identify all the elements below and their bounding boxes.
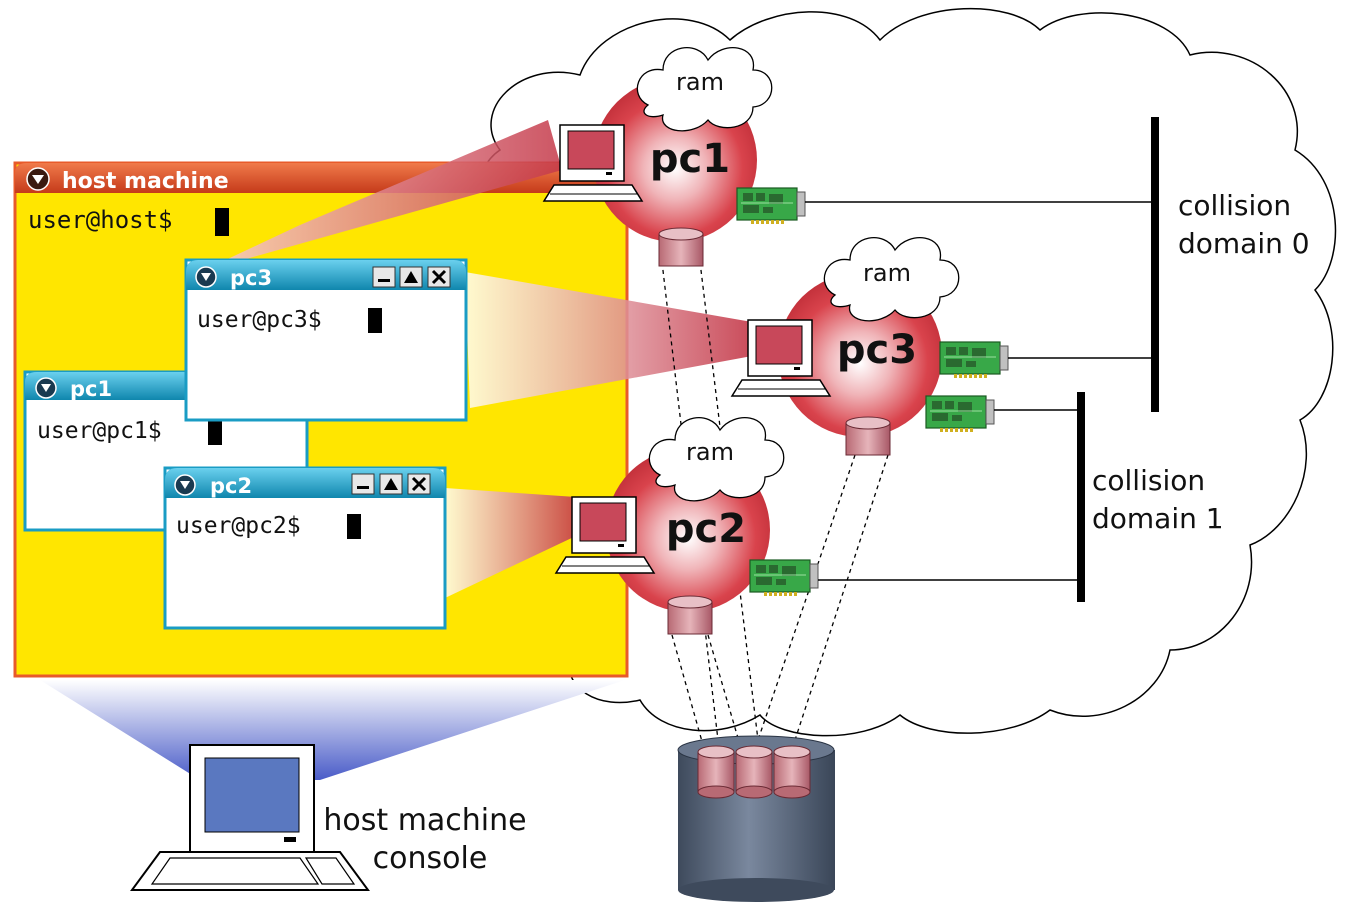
beam-pc1 <box>200 120 562 272</box>
chevron-down-icon[interactable] <box>174 474 196 496</box>
ram-label-pc3: ram <box>863 259 911 287</box>
collision-domain-1-label-line1: collision <box>1092 464 1205 497</box>
terminal-pc2-cursor <box>347 514 361 539</box>
collision-domain-0-label-line2: domain 0 <box>1178 227 1310 260</box>
terminal-pc1-prompt: user@pc1$ <box>37 418 162 444</box>
terminal-pc1-title: pc1 <box>70 377 112 401</box>
maximize-icon[interactable] <box>379 473 403 495</box>
host-prompt: user@host$ <box>28 206 173 234</box>
disk-image-2 <box>735 745 773 799</box>
maximize-icon[interactable] <box>399 266 423 288</box>
disk-image-3 <box>773 745 811 799</box>
vm-label-pc3: pc3 <box>837 327 917 373</box>
console-label-line2: console <box>373 841 488 876</box>
minimize-icon[interactable] <box>351 473 375 495</box>
ram-label-pc1: ram <box>676 68 724 96</box>
collision-domain-1-bus <box>1077 392 1085 602</box>
nic-icon-pc3-eth0 <box>939 341 1009 379</box>
vm-pc3: ram pc3 <box>731 237 960 456</box>
close-icon[interactable] <box>407 473 431 495</box>
vm-label-pc1: pc1 <box>650 136 730 182</box>
host-console-computer-icon <box>130 744 370 891</box>
beam-pc3 <box>465 272 752 408</box>
domain-links <box>805 201 1155 581</box>
vm-label-pc2: pc2 <box>666 506 746 552</box>
disk-icon-pc3 <box>845 416 891 456</box>
collision-domain-1-label-line2: domain 1 <box>1092 502 1224 535</box>
terminal-pc3[interactable]: pc3 user@pc3$ <box>184 258 468 422</box>
host-cursor <box>215 208 229 236</box>
host-window-title: host machine <box>62 169 229 194</box>
console-beam <box>40 680 625 780</box>
terminal-pc3-cursor <box>368 308 382 333</box>
disk-icon-pc1 <box>658 227 704 267</box>
vm-pc2: ram pc2 <box>555 417 785 635</box>
terminal-pc1-cursor <box>208 420 222 445</box>
chevron-down-icon[interactable] <box>26 167 50 191</box>
minimize-icon[interactable] <box>372 266 396 288</box>
terminal-pc3-title: pc3 <box>230 266 272 290</box>
console-label-line1: host machine <box>323 803 526 838</box>
terminal-pc2-title: pc2 <box>210 474 252 498</box>
nic-icon-pc2-eth0 <box>749 559 819 597</box>
disk-icon-pc2 <box>667 595 713 635</box>
disk-image-1 <box>697 745 735 799</box>
nic-icon-pc3-eth1 <box>925 395 995 433</box>
close-icon[interactable] <box>427 266 451 288</box>
beam-pc2 <box>445 488 578 598</box>
nic-icon-pc1-eth0 <box>736 187 806 225</box>
vm-pc1: ram pc1 <box>543 47 773 267</box>
host-disk-store <box>677 735 835 902</box>
terminal-pc2[interactable]: pc2 user@pc2$ <box>163 466 447 630</box>
collision-domain-0-bus <box>1151 117 1159 412</box>
collision-domain-0-label-line1: collision <box>1178 189 1291 222</box>
chevron-down-icon[interactable] <box>195 266 217 288</box>
chevron-down-icon[interactable] <box>35 377 57 399</box>
terminal-pc2-prompt: user@pc2$ <box>176 513 301 539</box>
ram-label-pc2: ram <box>686 438 734 466</box>
terminal-pc3-prompt: user@pc3$ <box>197 307 322 333</box>
